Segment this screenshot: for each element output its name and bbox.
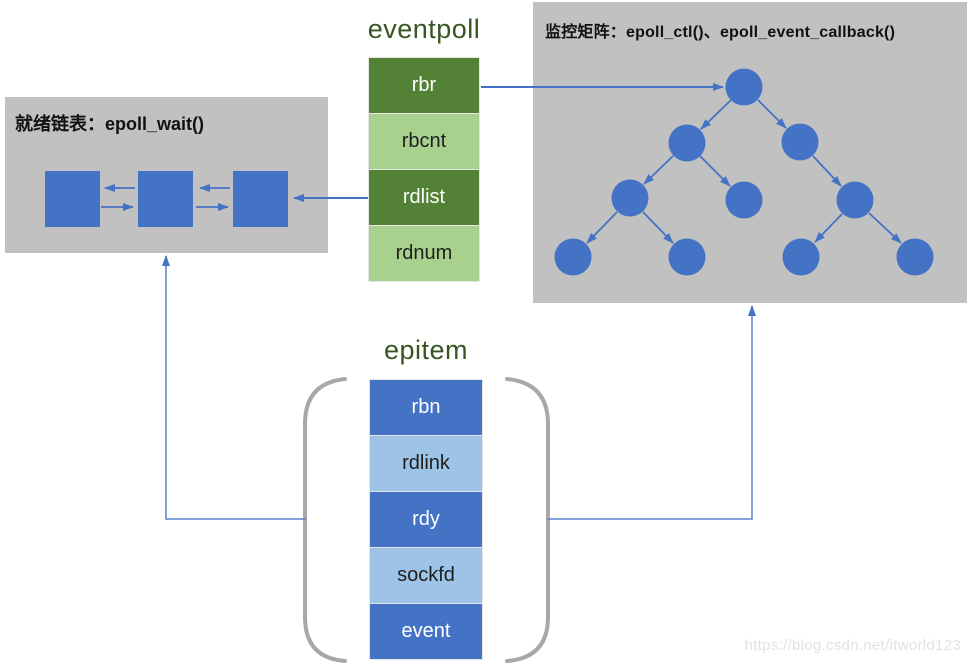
tree-edge: [700, 99, 732, 130]
epitem-title: epitem: [383, 335, 469, 365]
tree-node: [782, 238, 820, 276]
epitem-field-rdlink: rdlink: [369, 435, 483, 492]
tree-edge: [757, 99, 787, 129]
tree-node: [725, 181, 763, 219]
tree-edge: [868, 212, 902, 244]
list-node: [233, 171, 288, 227]
tree-node-root: [725, 68, 763, 106]
brace-left: [303, 377, 347, 663]
rbtree-edges: [586, 99, 902, 244]
tree-node: [611, 179, 649, 217]
tree-edge: [699, 155, 731, 187]
tree-edge: [643, 155, 674, 185]
monitor-matrix-panel: 监控矩阵：epoll_ctl()、epoll_event_callback(): [533, 2, 967, 303]
watermark-url: https://blog.csdn.net/itworld123: [744, 637, 961, 654]
ready-list-nodes: [45, 171, 288, 227]
eventpoll-struct: rbr rbcnt rdlist rdnum: [368, 57, 480, 282]
tree-node: [781, 123, 819, 161]
eventpoll-field-rdlist: rdlist: [368, 169, 480, 226]
tree-edge: [812, 155, 842, 187]
ready-list-links: [101, 184, 230, 211]
brace-right: [505, 377, 550, 663]
tree-node: [668, 124, 706, 162]
connector-epitem-to-monitor-matrix: [547, 305, 756, 520]
epitem-field-sockfd: sockfd: [369, 547, 483, 604]
tree-node: [554, 238, 592, 276]
epitem-field-event: event: [369, 603, 483, 660]
epitem-braces: [303, 377, 550, 663]
tree-node: [668, 238, 706, 276]
tree-edge: [814, 213, 843, 243]
rbtree-nodes: [554, 68, 934, 276]
list-node: [138, 171, 193, 227]
eventpoll-field-rbcnt: rbcnt: [368, 113, 480, 170]
tree-node: [836, 181, 874, 219]
eventpoll-field-rbr: rbr: [368, 57, 480, 114]
tree-node: [896, 238, 934, 276]
eventpoll-field-rdnum: rdnum: [368, 225, 480, 282]
eventpoll-title: eventpoll: [367, 14, 481, 44]
epitem-struct: rbn rdlink rdy sockfd event: [369, 379, 483, 660]
tree-edge: [642, 211, 674, 244]
monitor-matrix-panel-title: 监控矩阵：epoll_ctl()、epoll_event_callback(): [545, 24, 896, 41]
list-node: [45, 171, 100, 227]
tree-edge: [586, 211, 618, 244]
epitem-field-rbn: rbn: [369, 379, 483, 436]
ready-list-panel-title: 就绪链表：epoll_wait(): [15, 114, 205, 134]
connector-epitem-to-ready-list: [162, 255, 306, 520]
epitem-field-rdy: rdy: [369, 491, 483, 548]
